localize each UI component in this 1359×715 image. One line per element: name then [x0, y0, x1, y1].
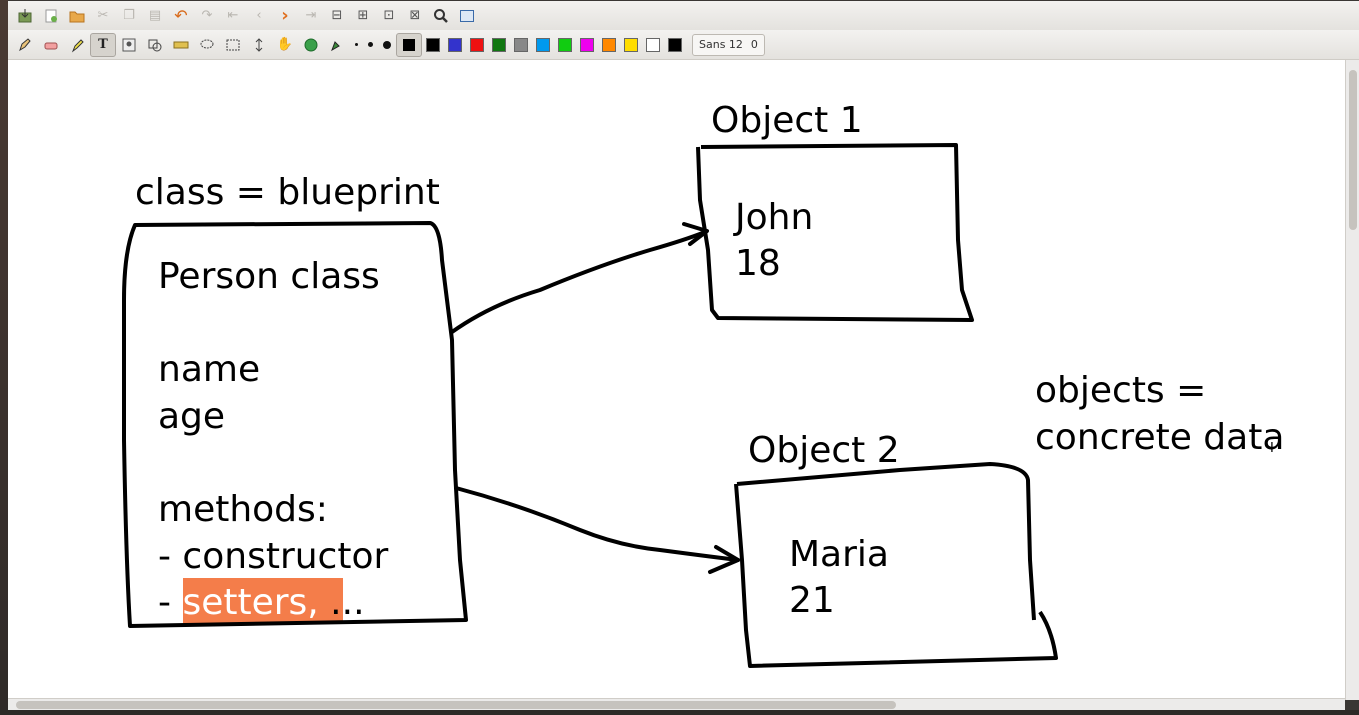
object2-name: Maria: [789, 534, 889, 575]
font-button[interactable]: Sans 12 0: [692, 33, 765, 56]
first-page-icon[interactable]: ⇤: [227, 8, 239, 23]
method-prefix: -: [158, 582, 182, 623]
zoom-width-icon[interactable]: ⊠: [409, 8, 421, 23]
color-palette: [422, 37, 686, 52]
zoom-in-icon[interactable]: ⊡: [383, 8, 395, 23]
search-icon[interactable]: [428, 4, 454, 28]
hand-icon[interactable]: ✋: [276, 37, 294, 52]
horizontal-scrollbar[interactable]: [8, 698, 1345, 711]
color-swatch[interactable]: [668, 37, 682, 52]
medium-size-icon[interactable]: [368, 42, 373, 47]
arrow1-head: [682, 222, 709, 246]
zoom-out-icon[interactable]: ⊟: [331, 8, 343, 23]
highlight-mark: [183, 578, 343, 624]
object2-age: 21: [789, 580, 835, 621]
class-box-outline: [122, 221, 468, 628]
main-toolbar: ✂ ❐ ▤ ↶ ↷ ⇤ ‹ › ⇥ ⊟ ⊞ ⊡ ⊠: [8, 1, 1359, 31]
select-rect-icon[interactable]: [220, 33, 246, 57]
cut-icon[interactable]: ✂: [97, 8, 109, 23]
thick-size-icon[interactable]: [383, 40, 391, 49]
field-name: name: [158, 349, 260, 390]
prev-page-icon[interactable]: ‹: [256, 8, 262, 23]
object2-box: [734, 462, 1058, 668]
canvas-drawing: class = blueprint Person class name age …: [122, 100, 1284, 668]
object2-label: Object 2: [748, 430, 900, 471]
color-swatch[interactable]: [558, 37, 572, 52]
paste-icon[interactable]: ▤: [148, 8, 162, 23]
object1-box: [696, 143, 974, 322]
new-page-icon[interactable]: [38, 4, 64, 28]
color-swatch[interactable]: [580, 37, 594, 52]
color-swatch[interactable]: [470, 37, 484, 52]
text-cursor-icon: I: [1270, 441, 1274, 456]
color-swatch[interactable]: [624, 37, 638, 52]
methods-label: methods:: [158, 489, 328, 530]
method-constructor: - constructor: [158, 536, 388, 577]
color-swatch[interactable]: [448, 37, 462, 52]
method-highlighted: setters,: [182, 582, 318, 623]
vertical-scrollbar[interactable]: [1345, 60, 1359, 700]
class-title: Person class: [158, 256, 380, 297]
color-swatch[interactable]: [514, 37, 528, 52]
object1-age: 18: [735, 243, 781, 284]
font-value: 0: [750, 38, 758, 51]
recognizer-icon[interactable]: [298, 33, 324, 57]
color-swatch[interactable]: [602, 37, 616, 52]
color-swatch[interactable]: [536, 37, 550, 52]
color-swatch[interactable]: [646, 37, 660, 52]
undo-icon[interactable]: ↶: [174, 6, 188, 25]
method-setters: - setters, ...: [158, 582, 365, 623]
font-name: Sans 12: [699, 38, 743, 51]
tools-toolbar: T ✋ Sans 12 0: [8, 30, 1359, 60]
last-page-icon[interactable]: ⇥: [305, 8, 317, 23]
thin-size-icon[interactable]: [355, 43, 358, 46]
color-swatch[interactable]: [492, 37, 506, 52]
zoom-fit-icon[interactable]: ⊞: [357, 8, 369, 23]
text-tool-icon[interactable]: T: [90, 32, 116, 57]
image-tool-icon[interactable]: [116, 33, 142, 57]
arrow-to-object1: [450, 230, 707, 334]
field-age: age: [158, 396, 225, 437]
shape-icon[interactable]: [142, 33, 168, 57]
note-line2: concrete data: [1035, 417, 1284, 458]
object1-name: John: [733, 197, 813, 238]
window-edge: [0, 0, 8, 715]
horizontal-scroll-thumb[interactable]: [16, 701, 896, 709]
pencil-icon[interactable]: [12, 33, 38, 57]
open-folder-icon[interactable]: [64, 4, 90, 28]
class-heading: class = blueprint: [135, 172, 440, 213]
copy-icon[interactable]: ❐: [123, 8, 135, 23]
ruler-icon[interactable]: [168, 33, 194, 57]
arrow-to-object2: [454, 486, 740, 562]
vertical-space-icon[interactable]: [246, 33, 272, 57]
fullscreen-icon[interactable]: [454, 4, 480, 28]
drawing-canvas[interactable]: class = blueprint Person class name age …: [8, 60, 1345, 698]
color-swatch[interactable]: [426, 37, 440, 52]
color-selected[interactable]: [396, 32, 422, 57]
highlighter-icon[interactable]: [64, 33, 90, 57]
status-strip: [0, 710, 1359, 715]
eraser-icon[interactable]: [38, 33, 64, 57]
method-suffix: ...: [319, 582, 365, 623]
save-icon[interactable]: [12, 4, 38, 28]
default-pen-icon[interactable]: [324, 33, 350, 57]
lasso-icon[interactable]: [194, 33, 220, 57]
redo-icon[interactable]: ↷: [201, 8, 213, 23]
vertical-scroll-thumb[interactable]: [1349, 70, 1357, 230]
note-line1: objects =: [1035, 370, 1206, 411]
object1-label: Object 1: [711, 100, 863, 141]
arrow2-head: [708, 545, 740, 574]
next-page-icon[interactable]: ›: [281, 5, 289, 26]
